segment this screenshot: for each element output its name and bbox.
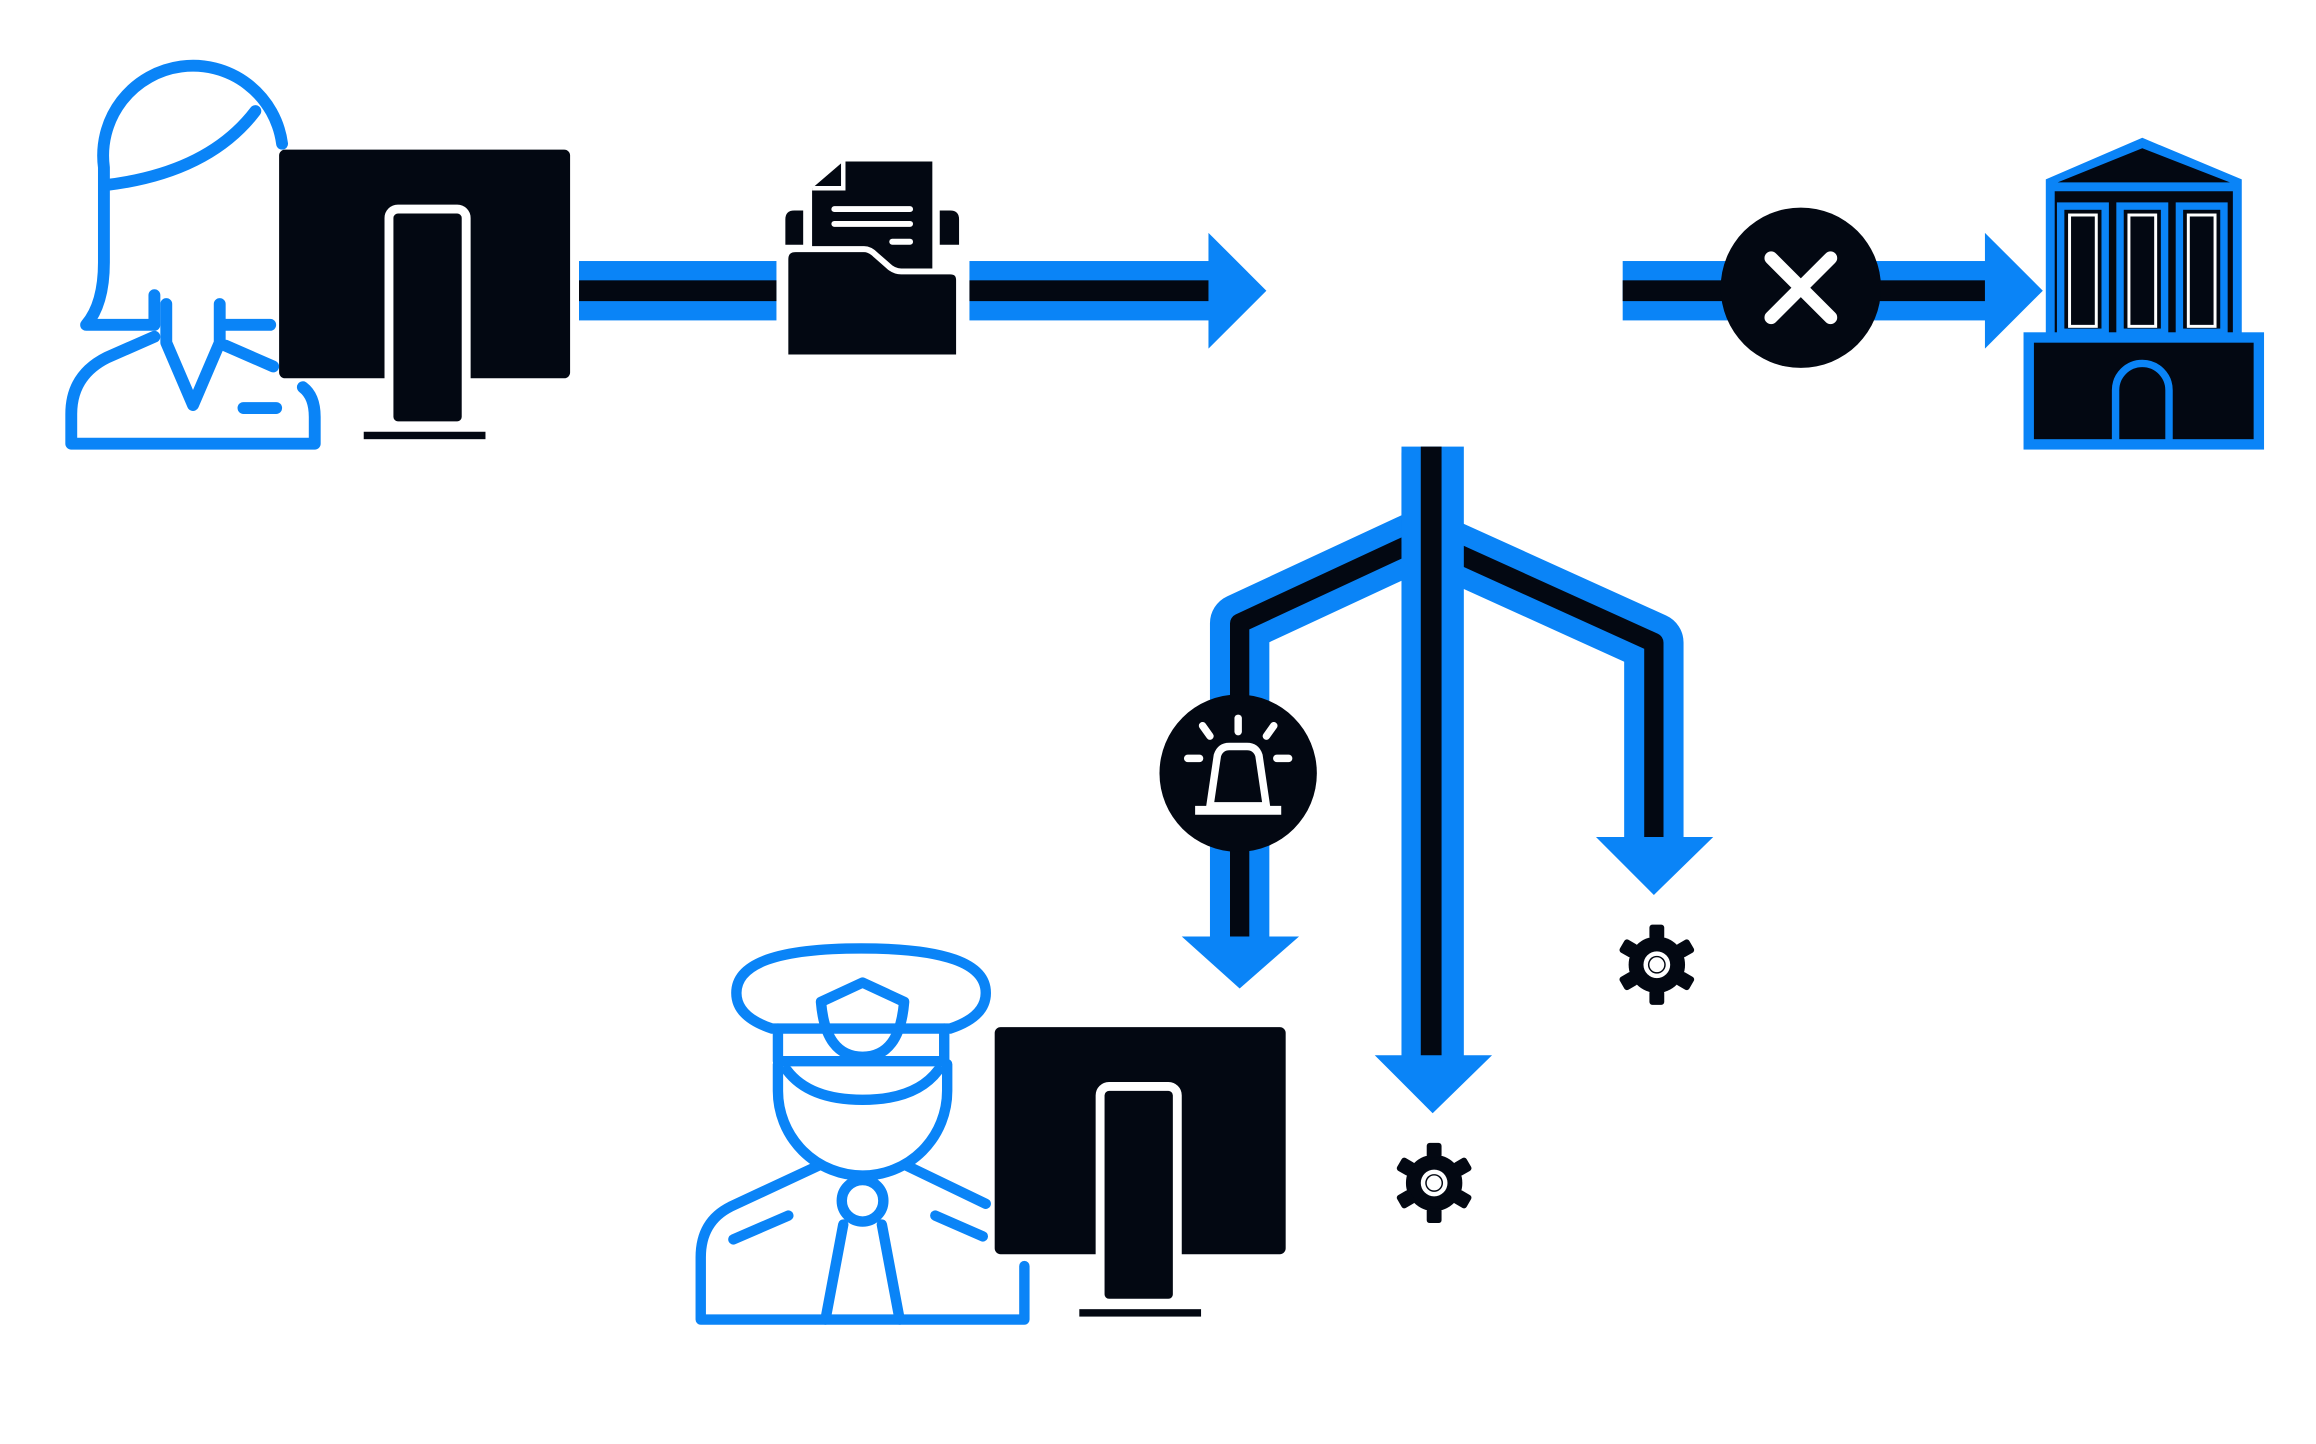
government-building-icon: [2023, 137, 2265, 450]
arrowhead-right: [1208, 232, 1267, 349]
gear-icon: [1619, 924, 1695, 1005]
gear-icon: [1396, 1142, 1472, 1224]
monitor-base: [363, 431, 486, 440]
police-officer-at-computer-icon: [695, 943, 1286, 1325]
badge: [836, 1174, 889, 1227]
monitor-base: [1079, 1309, 1202, 1317]
connector-fork-to-process-right: [1401, 452, 1714, 895]
connector-document-to-gap: [969, 232, 1267, 349]
monitor-stand: [1095, 1082, 1182, 1308]
siren-icon: [1159, 694, 1317, 852]
document-folder-icon: [782, 161, 963, 361]
arrowhead-down: [1374, 1055, 1493, 1114]
connector-clerk-to-document: [579, 261, 777, 321]
cross-circle-icon: [1720, 207, 1882, 368]
arrowhead-down: [1181, 936, 1300, 989]
arrowhead-right: [1984, 232, 2043, 349]
connector-fork-to-process-center: [1374, 446, 1493, 1114]
monitor-stand: [384, 204, 471, 431]
arrowhead-down: [1595, 837, 1714, 895]
woman-at-computer-icon: [65, 59, 571, 450]
